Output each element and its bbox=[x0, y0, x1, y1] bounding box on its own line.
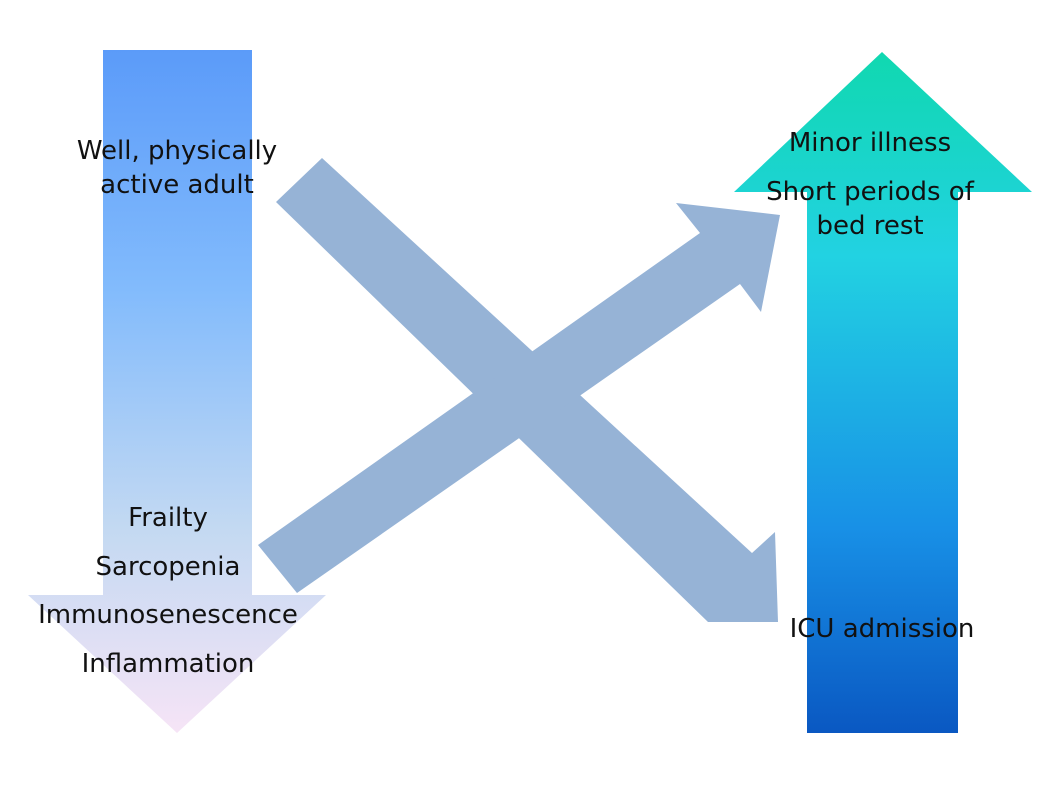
label-icu-admission: ICU admission bbox=[789, 614, 975, 644]
label-bed-rest-line2: bed rest bbox=[816, 211, 924, 241]
down-arrow-left bbox=[28, 50, 326, 733]
label-well-adult-line1: Well, physically bbox=[76, 136, 278, 166]
label-minor-illness: Minor illness bbox=[788, 128, 952, 158]
label-immunosenescence: Immunosenescence bbox=[38, 600, 298, 630]
label-frailty: Frailty bbox=[128, 503, 208, 533]
label-well-adult: Well, physically active adult bbox=[56, 134, 298, 202]
up-arrow-right bbox=[734, 52, 1032, 733]
label-sarcopenia: Sarcopenia bbox=[95, 552, 241, 582]
diagonal-arrow-up-right bbox=[258, 203, 780, 593]
label-well-adult-line2: active adult bbox=[100, 170, 254, 200]
label-bed-rest-line1: Short periods of bbox=[766, 177, 974, 207]
label-inflammation: Inflammation bbox=[81, 649, 255, 679]
label-bed-rest: Short periods of bed rest bbox=[740, 175, 1000, 243]
